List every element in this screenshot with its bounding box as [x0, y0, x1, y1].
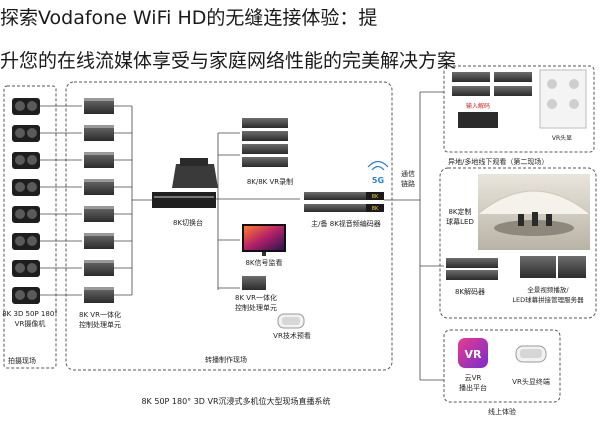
online-title: 线上体验 [488, 407, 516, 416]
vr-app-label-2: 播出平台 [459, 383, 487, 392]
vr-camera-icon [12, 260, 40, 277]
processing-unit-icon [84, 98, 114, 114]
vr-headset-icon [277, 313, 305, 329]
badge-8k-1 [366, 192, 384, 200]
remote-site-box [439, 167, 597, 319]
top-headset-label: VR头显 [552, 134, 572, 142]
vr-camera-icon [12, 98, 40, 115]
led-label-1: 8K定制 [448, 207, 471, 216]
signal-monitor-label: 8K信号监看 [245, 258, 282, 267]
decoder-stack [446, 258, 498, 280]
top-right-box [443, 65, 595, 153]
processing-unit-icon [84, 206, 114, 222]
badge-8k-2 [366, 204, 384, 212]
decoder-label: 8K解码器 [455, 287, 485, 296]
vr-app-label-1: 云VR [465, 374, 482, 382]
camera-column [12, 98, 40, 304]
online-box [443, 329, 561, 403]
switcher-label: 8K切换台 [173, 218, 203, 227]
server-label-2: LED球幕拼接管理服务器 [512, 295, 584, 304]
network-badge: 5G [372, 176, 384, 185]
page-title-line-2: 升您的在线流媒体享受与家庭网络性能的完美解决方案 [0, 50, 457, 72]
recorder-label: 8K/8K VR录制 [247, 177, 293, 186]
vr-terminal-label: VR头显终端 [512, 377, 550, 386]
vr-camera-icon [12, 152, 40, 169]
camera-label-1: 8K 3D 50P 180° [2, 310, 58, 318]
vr-camera-icon [12, 206, 40, 223]
production-site-label: 转播制作现场 [205, 355, 247, 364]
vr-camera-icon [12, 179, 40, 196]
vr-camera-icon [12, 287, 40, 304]
remote-site-title: 异地/多地线下观看（第二现场） [448, 157, 548, 166]
top-right-equipment [452, 69, 587, 129]
led-label-2: 球幕LED [446, 217, 474, 226]
processing-unit-icon [84, 233, 114, 249]
comm-link-label-1: 通信 [401, 169, 415, 178]
vr-control-label-2: 控制处理单元 [79, 320, 121, 329]
badge-8k-text-2: 8K [372, 206, 379, 212]
processing-unit-icon [84, 152, 114, 168]
production-site-box [65, 81, 393, 371]
system-caption: 8K 50P 180° 3D VR沉浸式多机位大型现场直播系统 [141, 396, 330, 406]
vr-camera-icon [12, 233, 40, 250]
encoder-label: 主/备 8K视音频编码器 [311, 219, 381, 228]
comm-trunk [384, 91, 444, 381]
vr-unit-label-1: 8K VR一体化 [235, 293, 277, 302]
capture-site-box [3, 85, 57, 369]
recorder-stack [242, 118, 288, 167]
capture-site-label: 拍摄现场 [8, 356, 36, 365]
camera-links [40, 105, 82, 296]
processing-unit-column [84, 98, 114, 303]
comm-link-label-2: 链路 [401, 179, 415, 188]
camera-label-2: VR摄像机 [15, 319, 46, 328]
switcher-console [152, 158, 218, 208]
vr-control-label-1: 8K VR一体化 [79, 310, 121, 319]
page-title-line-1: 探索Vodafone WiFi HD的无缝连接体验：提 [0, 7, 378, 29]
top-input-label: 输入解码 [466, 102, 490, 110]
badge-8k-text-1: 8K [372, 194, 379, 200]
server-label-1: 全景视频播放/ [527, 285, 569, 294]
encoder-stack [304, 192, 384, 212]
led-dome-photo [477, 174, 591, 250]
vr-preview-label: VR技术预看 [273, 331, 311, 340]
5g-signal-icon [367, 160, 389, 171]
processing-unit-icon [84, 179, 114, 195]
vr-terminal-icon [515, 345, 547, 363]
signal-monitor [242, 224, 286, 256]
processing-unit-icon [84, 125, 114, 141]
vr-control-unit [242, 276, 266, 290]
processing-unit-icon [84, 287, 114, 303]
server-rack [520, 256, 586, 278]
cloud-vr-app-icon [458, 338, 488, 368]
vr-unit-label-2: 控制处理单元 [235, 303, 277, 312]
vr-camera-icon [12, 125, 40, 142]
processing-unit-icon [84, 260, 114, 276]
app-icon-text: VR [465, 348, 483, 361]
